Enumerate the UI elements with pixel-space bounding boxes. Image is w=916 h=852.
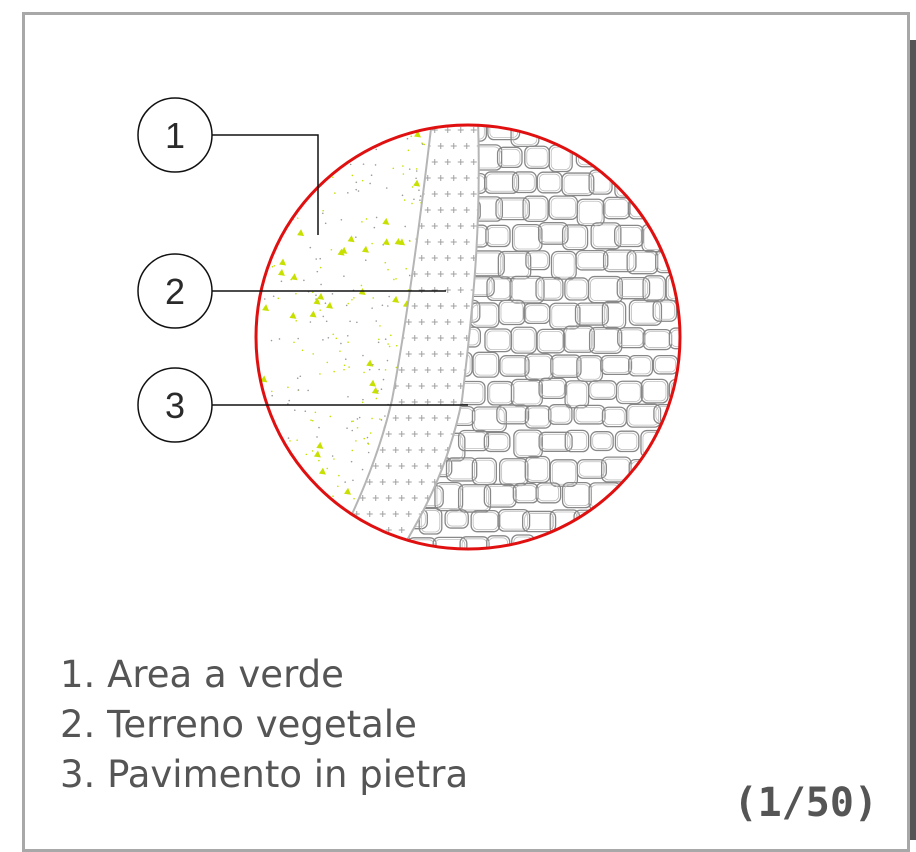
topsoil-hatch (330, 127, 479, 549)
scale-label: (1/50) (733, 780, 879, 826)
frame-edge-bar (910, 40, 916, 840)
detail-circle (254, 123, 682, 551)
green-area-hatch (256, 125, 432, 548)
legend-list: 1. Area a verde 2. Terreno vegetale 3. P… (60, 650, 468, 800)
callout-1: 1 (137, 97, 213, 173)
callout-number: 1 (165, 115, 185, 156)
legend-item-stone-paving: 3. Pavimento in pietra (60, 753, 469, 796)
stone-paving-hatch (395, 125, 680, 549)
legend-item-green-area: 1. Area a verde (60, 653, 344, 696)
boundary-line-2 (394, 125, 480, 549)
leader-line-1 (212, 134, 319, 235)
callout-number: 2 (165, 271, 185, 312)
legend-item-topsoil: 2. Terreno vegetale (60, 703, 417, 746)
callout-number: 3 (165, 385, 185, 426)
boundary-line-1 (329, 125, 433, 549)
callout-2: 2 (137, 253, 213, 329)
callout-3: 3 (137, 367, 213, 443)
